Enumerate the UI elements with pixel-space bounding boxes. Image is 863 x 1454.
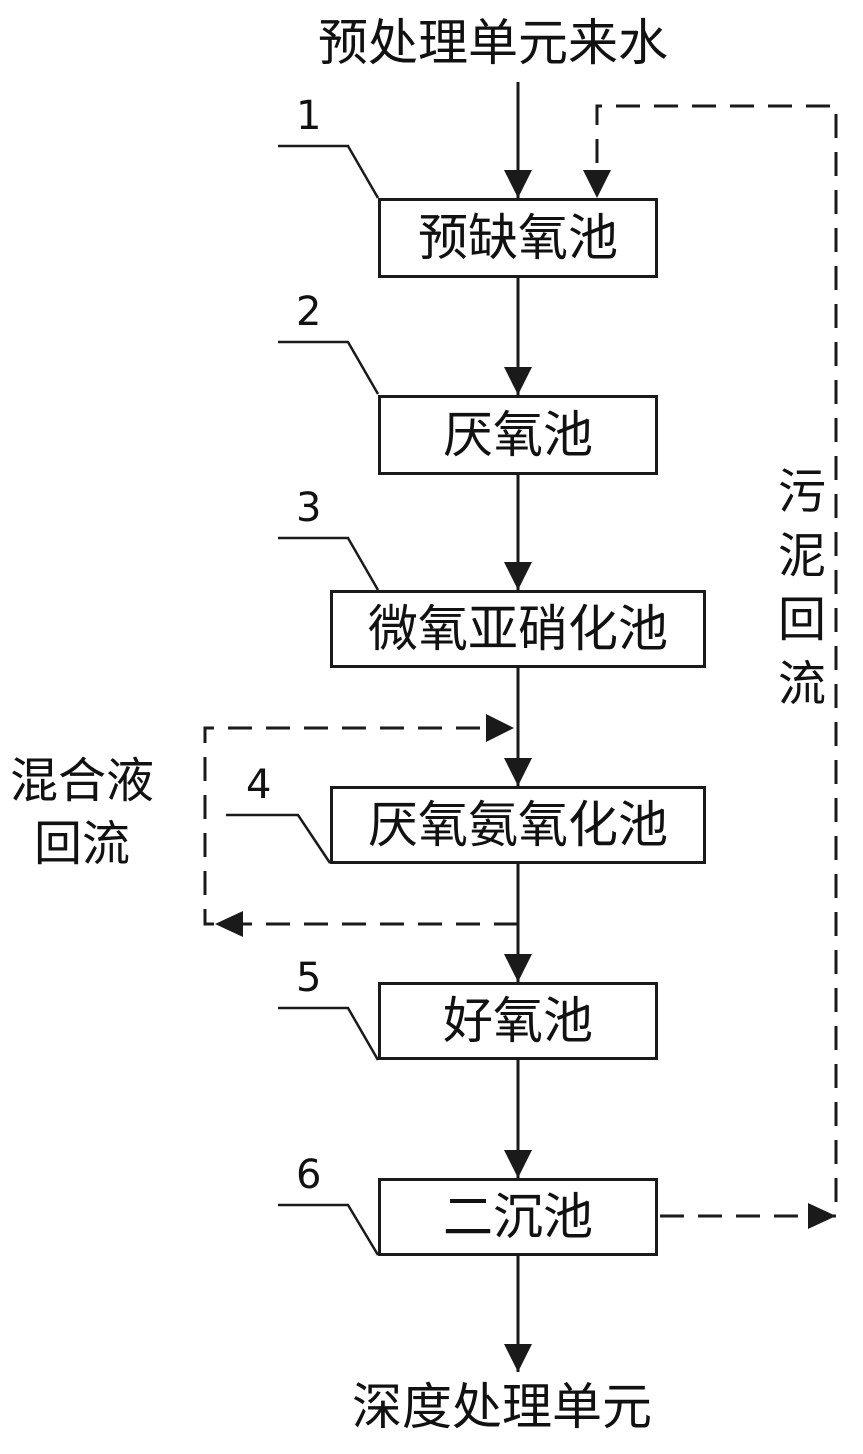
unit-name: 厌氧氨氧化池 <box>368 796 668 854</box>
mixed-liquor-arrowhead-right <box>486 714 514 742</box>
sludge-return-char: 流 <box>777 656 826 712</box>
unit-number: 1 <box>296 93 322 139</box>
unit-box-anammox: 厌氧氨氧化池 <box>330 786 706 864</box>
unit-box-aerobic: 好氧池 <box>378 982 658 1060</box>
unit-name: 厌氧池 <box>443 406 593 464</box>
input-label: 预处理单元来水 <box>318 14 668 72</box>
leader-line-4 <box>226 813 332 864</box>
unit-number: 2 <box>296 289 322 335</box>
sludge-return-char: 泥 <box>777 528 826 584</box>
unit-name: 好氧池 <box>443 992 593 1050</box>
mixed-liquor-arrowhead-left <box>215 911 243 937</box>
mixed-liquor-return-label-line1: 混合液 <box>10 753 155 809</box>
unit-number: 3 <box>296 485 322 531</box>
unit-box-secondary-clarifier: 二沉池 <box>378 1178 658 1256</box>
sludge-return-line <box>595 104 838 1218</box>
leader-line-3 <box>278 536 380 591</box>
mixed-liquor-return-line <box>203 726 518 926</box>
sludge-return-char: 污 <box>777 464 826 520</box>
sludge-return-char: 回 <box>777 592 826 648</box>
leader-line-6 <box>278 1203 380 1256</box>
unit-name: 预缺氧池 <box>418 209 618 267</box>
sludge-return-label: 污 泥 回 流 <box>772 460 832 716</box>
unit-box-partial-nitritation: 微氧亚硝化池 <box>330 590 706 668</box>
leader-line-1 <box>278 144 380 199</box>
mixed-liquor-return-label-line2: 回流 <box>34 816 131 872</box>
unit-box-pre-anoxic: 预缺氧池 <box>378 198 658 278</box>
unit-name: 二沉池 <box>443 1188 593 1246</box>
unit-box-anaerobic: 厌氧池 <box>378 395 658 475</box>
sludge-return-arrowhead-down <box>583 170 611 198</box>
unit-name: 微氧亚硝化池 <box>368 600 668 658</box>
leader-line-5 <box>278 1006 380 1061</box>
leader-line-2 <box>278 340 380 395</box>
sludge-return-arrowhead-right <box>808 1203 836 1229</box>
unit-number: 6 <box>296 1152 322 1198</box>
unit-number: 5 <box>296 955 322 1001</box>
unit-number: 4 <box>246 762 272 808</box>
output-label: 深度处理单元 <box>352 1378 652 1436</box>
